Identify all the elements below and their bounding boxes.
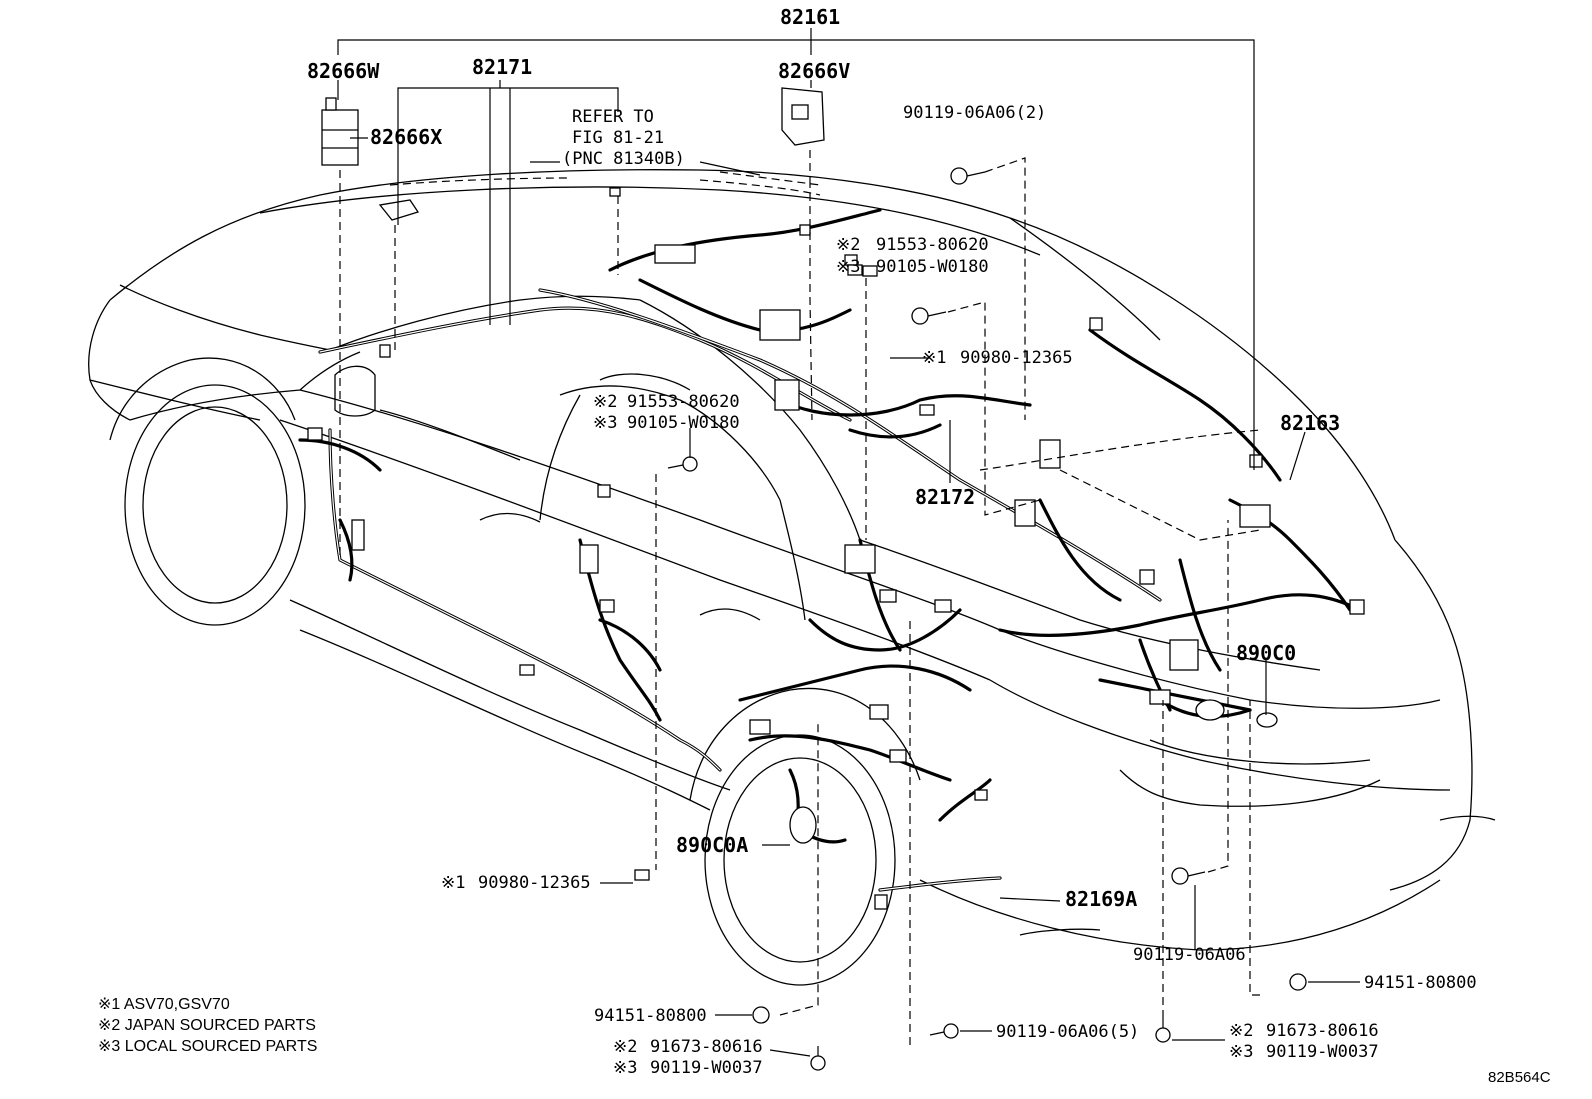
label-94151-right: 94151-80800 <box>1364 973 1477 993</box>
refer-line-3: (PNC 81340B) <box>562 149 685 169</box>
label-top-91553: 91553-80620 <box>876 235 989 255</box>
mark-bl-3: ※3 <box>613 1058 637 1078</box>
part-labels: 82161 82666W 82171 82666V 82666X REFER T… <box>307 5 1477 1078</box>
label-top-90105: 90105-W0180 <box>876 257 989 277</box>
label-low-90980: 90980-12365 <box>478 873 591 893</box>
label-82172: 82172 <box>915 485 975 509</box>
label-890C0A: 890C0A <box>676 833 748 857</box>
bracket-82666X <box>378 199 420 221</box>
module-82666V <box>781 87 825 146</box>
label-82163: 82163 <box>1280 411 1340 435</box>
footnotes: ※1 ASV70,GSV70 ※2 JAPAN SOURCED PARTS ※3… <box>98 996 317 1055</box>
footnote-3: ※3 LOCAL SOURCED PARTS <box>98 1038 317 1055</box>
label-90119-06A06-2: 90119-06A06(2) <box>903 103 1046 123</box>
mark-mid-3: ※3 <box>593 413 617 433</box>
car-body-outline <box>88 169 1496 986</box>
label-82666V: 82666V <box>778 59 850 83</box>
label-82666W: 82666W <box>307 59 380 83</box>
wire-harnesses <box>298 208 1362 892</box>
diagram-code: 82B564C <box>1488 1069 1551 1086</box>
fasteners <box>634 167 1307 1071</box>
label-bl-90119: 90119-W0037 <box>650 1058 763 1078</box>
module-82666W <box>321 97 359 166</box>
label-82666X: 82666X <box>370 125 442 149</box>
footnote-1: ※1 ASV70,GSV70 <box>98 996 230 1013</box>
label-90119-06A06-5: 90119-06A06(5) <box>996 1022 1139 1042</box>
label-mid-90105: 90105-W0180 <box>627 413 740 433</box>
label-90119-06A06: 90119-06A06 <box>1133 945 1246 965</box>
label-94151-left: 94151-80800 <box>594 1006 707 1026</box>
label-br-91673: 91673-80616 <box>1266 1021 1379 1041</box>
refer-line-1: REFER TO <box>572 107 654 127</box>
mark-top-2: ※2 <box>836 235 860 255</box>
reference-lines <box>339 150 1261 1045</box>
mark-top-1: ※1 <box>922 348 946 368</box>
mark-br-2: ※2 <box>1229 1021 1253 1041</box>
mark-br-3: ※3 <box>1229 1042 1253 1062</box>
label-82169A: 82169A <box>1065 887 1137 911</box>
label-82161: 82161 <box>780 5 840 29</box>
label-top-90980: 90980-12365 <box>960 348 1073 368</box>
label-br-90119: 90119-W0037 <box>1266 1042 1379 1062</box>
mark-bl-2: ※2 <box>613 1037 637 1057</box>
refer-line-2: FIG 81-21 <box>572 128 664 148</box>
leader-lines <box>337 28 1360 1057</box>
footnote-2: ※2 JAPAN SOURCED PARTS <box>98 1017 316 1034</box>
mark-top-3: ※3 <box>836 257 860 277</box>
label-bl-91673: 91673-80616 <box>650 1037 763 1057</box>
mark-low-1: ※1 <box>441 873 465 893</box>
connectors <box>307 187 1365 910</box>
label-890C0: 890C0 <box>1236 641 1296 665</box>
mark-mid-2: ※2 <box>593 392 617 412</box>
label-82171: 82171 <box>472 55 532 79</box>
label-mid-91553: 91553-80620 <box>627 392 740 412</box>
